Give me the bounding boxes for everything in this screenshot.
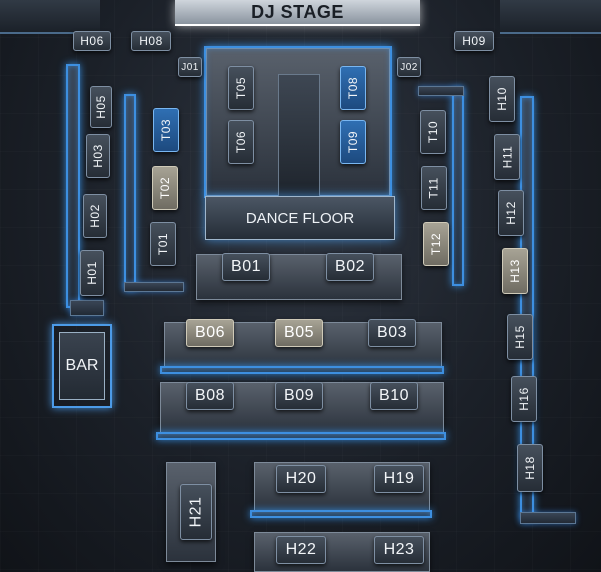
table-h12[interactable]: H12	[498, 190, 524, 236]
top-right-truss	[500, 0, 601, 34]
table-t03[interactable]: T03	[153, 108, 179, 152]
center-runway	[278, 74, 320, 198]
left-sofa-base	[70, 300, 104, 316]
h-row-upper-base	[250, 510, 432, 518]
table-t09[interactable]: T09	[340, 120, 366, 164]
table-t05[interactable]: T05	[228, 66, 254, 110]
table-h08[interactable]: H08	[131, 31, 171, 51]
table-t08[interactable]: T08	[340, 66, 366, 110]
table-h06[interactable]: H06	[73, 31, 111, 51]
table-h05[interactable]: H05	[90, 86, 112, 128]
table-h18[interactable]: H18	[517, 444, 543, 492]
table-h13[interactable]: H13	[502, 248, 528, 294]
b-row-3-base	[156, 432, 446, 440]
table-h21[interactable]: H21	[180, 484, 212, 540]
table-t02[interactable]: T02	[152, 166, 178, 210]
dj-stage: DJ STAGE	[175, 0, 420, 26]
bar-label: BAR	[59, 332, 105, 400]
table-b02[interactable]: B02	[326, 253, 374, 281]
t-right-rail	[452, 88, 464, 286]
table-b01[interactable]: B01	[222, 253, 270, 281]
table-b05[interactable]: B05	[275, 319, 323, 347]
table-t12[interactable]: T12	[423, 222, 449, 266]
table-t01[interactable]: T01	[150, 222, 176, 266]
table-j01[interactable]: J01	[178, 57, 202, 77]
table-h23[interactable]: H23	[374, 536, 424, 564]
table-t06[interactable]: T06	[228, 120, 254, 164]
table-h01[interactable]: H01	[80, 250, 104, 296]
table-h10[interactable]: H10	[489, 76, 515, 122]
table-b03[interactable]: B03	[368, 319, 416, 347]
table-b10[interactable]: B10	[370, 382, 418, 410]
t-left-base	[124, 282, 184, 292]
t-right-top	[418, 86, 464, 96]
table-t10[interactable]: T10	[420, 110, 446, 154]
b-row-2-base	[160, 366, 444, 374]
table-j02[interactable]: J02	[397, 57, 421, 77]
table-b06[interactable]: B06	[186, 319, 234, 347]
bar-area[interactable]: BAR	[52, 324, 112, 408]
table-h20[interactable]: H20	[276, 465, 326, 493]
dance-floor: DANCE FLOOR	[205, 196, 395, 240]
table-h02[interactable]: H02	[83, 194, 107, 238]
table-h22[interactable]: H22	[276, 536, 326, 564]
table-b09[interactable]: B09	[275, 382, 323, 410]
table-h19[interactable]: H19	[374, 465, 424, 493]
table-h16[interactable]: H16	[511, 376, 537, 422]
right-sofa-base	[520, 512, 576, 524]
table-b08[interactable]: B08	[186, 382, 234, 410]
left-sofa-rail	[66, 64, 80, 308]
table-h09[interactable]: H09	[454, 31, 494, 51]
table-h15[interactable]: H15	[507, 314, 533, 360]
table-h11[interactable]: H11	[494, 134, 520, 180]
table-t11[interactable]: T11	[421, 166, 447, 210]
table-h03[interactable]: H03	[86, 134, 110, 178]
top-left-truss	[0, 0, 100, 34]
t-left-rail	[124, 94, 136, 290]
